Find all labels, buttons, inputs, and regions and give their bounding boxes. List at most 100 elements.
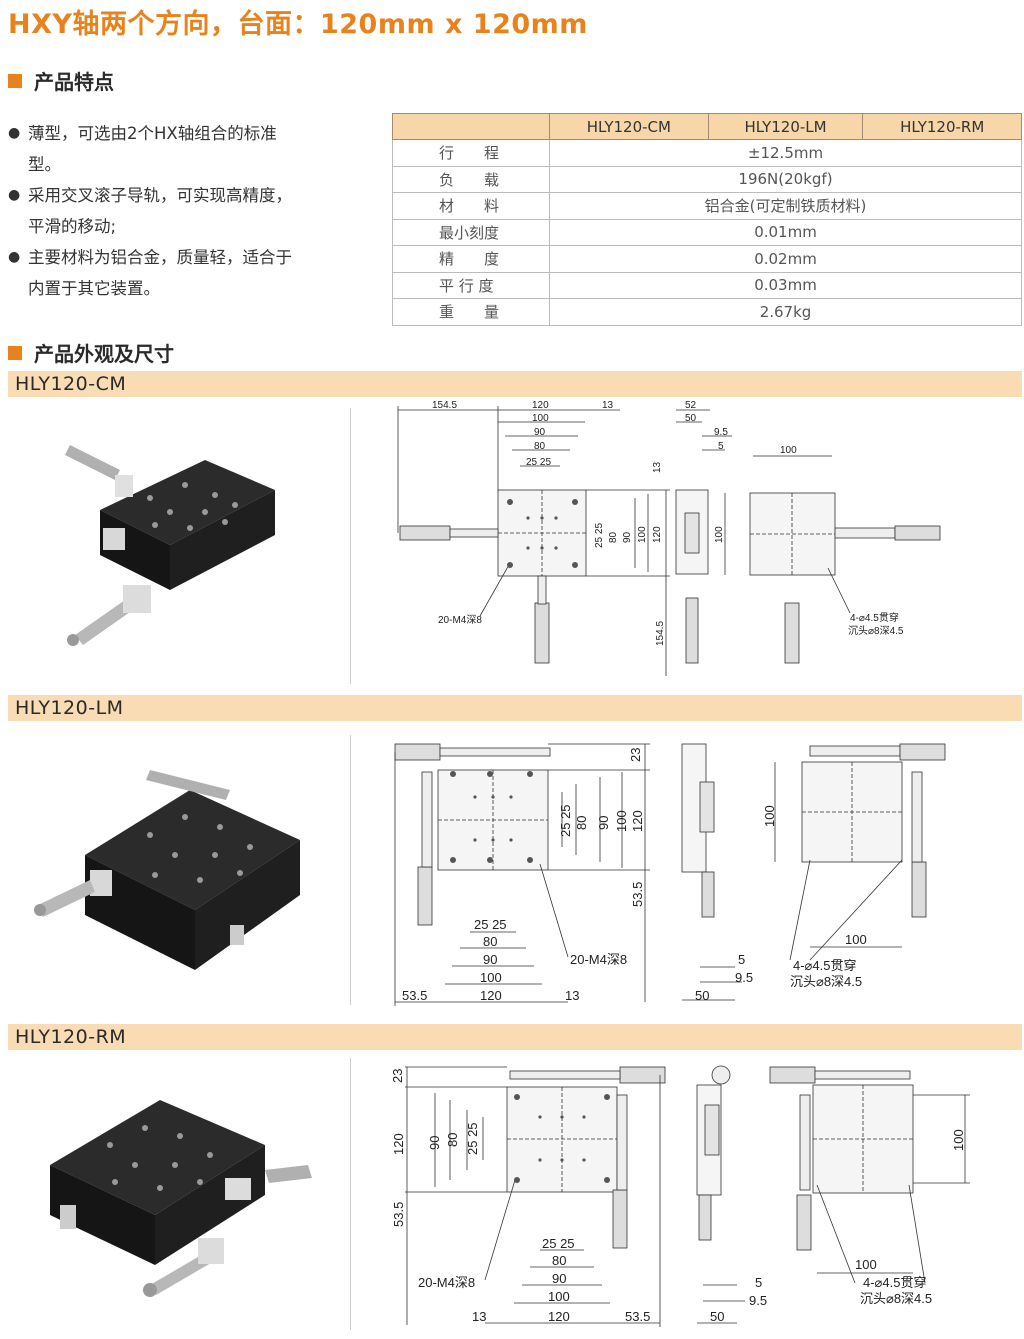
spec-value: 0.03mm: [549, 271, 1022, 299]
dim-label: 50: [710, 1309, 724, 1324]
dim-label: 100: [637, 526, 648, 543]
note-hole: 4-⌀4.5贯穿: [850, 611, 899, 624]
spec-value: ±12.5mm: [549, 139, 1022, 167]
dim-label: 120: [532, 400, 549, 411]
dim-label: 13: [565, 988, 579, 1003]
dim-label: 13: [652, 461, 663, 473]
dim-label: 100: [532, 413, 549, 424]
spec-label: 行 程: [392, 139, 550, 167]
dim-label: 50: [685, 413, 697, 424]
product-photo-lm: [34, 770, 300, 970]
dim-label: 9.5: [749, 1293, 767, 1308]
dim-label: 52: [685, 400, 697, 411]
dim-label: 9.5: [735, 970, 753, 985]
dim-label: 25 25: [526, 457, 551, 468]
dim-label: 5: [718, 441, 724, 452]
spec-header-blank: [392, 113, 550, 140]
dim-label: 9.5: [714, 427, 728, 438]
spec-value: 铝合金(可定制铁质材料): [549, 192, 1022, 220]
dim-label: 100: [780, 445, 797, 456]
dim-label: 80: [445, 1133, 460, 1147]
dim-label: 80: [608, 531, 619, 543]
dim-label: 13: [602, 400, 614, 411]
orange-square-icon: [8, 73, 22, 88]
dim-label: 100: [951, 1129, 966, 1151]
spec-header-model: HLY120-LM: [707, 113, 864, 140]
drawing-cm: 154.5 120 13 100 90 80 25 25 52 50 9.5 5…: [397, 400, 941, 676]
dim-label: 23: [390, 1069, 405, 1083]
dim-label: 23: [628, 748, 643, 762]
feature-item: ●薄型，可选由2个HX轴组合的标准型。: [8, 118, 308, 180]
dim-label: 90: [483, 952, 497, 967]
note-tap: 20-M4深8: [438, 614, 482, 626]
dim-label: 100: [548, 1289, 570, 1304]
spec-label: 最小刻度: [392, 218, 550, 246]
spec-label: 重 量: [392, 298, 550, 326]
table-row: 材 料铝合金(可定制铁质材料): [392, 192, 1022, 220]
dim-label: 100: [855, 1257, 877, 1272]
page-title: HXY轴两个方向，台面：120mm x 120mm: [8, 9, 588, 40]
dim-label: 80: [483, 934, 497, 949]
spec-value: 0.01mm: [549, 218, 1022, 246]
note-hole: 4-⌀4.5贯穿: [793, 958, 856, 973]
dim-label: 90: [427, 1136, 442, 1150]
spec-label: 平 行 度: [392, 271, 550, 299]
dim-label: 25 25: [594, 523, 605, 548]
drawing-rm: 23 120 90 80 25 25 53.5 25 25 80 90 100 …: [390, 1065, 970, 1327]
divider: [350, 1058, 351, 1330]
divider: [350, 408, 351, 684]
table-row: 行 程±12.5mm: [392, 139, 1022, 167]
spec-value: 2.67kg: [549, 298, 1022, 326]
bullet-icon: ●: [8, 249, 21, 265]
dim-label: 100: [845, 932, 867, 947]
feature-item: ●采用交叉滚子导轨，可实现高精度，平滑的移动;: [8, 180, 308, 242]
spec-table: HLY120-CM HLY120-LM HLY120-RM 行 程±12.5mm…: [392, 113, 1022, 326]
dim-label: 100: [614, 810, 629, 832]
dimensions-heading: 产品外观及尺寸: [8, 338, 174, 367]
spec-label: 精 度: [392, 245, 550, 273]
dim-label: 80: [534, 441, 546, 452]
spec-table-header: HLY120-CM HLY120-LM HLY120-RM: [392, 113, 1022, 140]
spec-header-model: HLY120-CM: [549, 113, 709, 140]
dim-label: 5: [755, 1275, 762, 1290]
dim-label: 90: [596, 816, 611, 830]
dim-label: 120: [480, 988, 502, 1003]
product-photo-rm: [50, 1100, 312, 1297]
dim-label: 53.5: [391, 1202, 406, 1227]
note-tap: 20-M4深8: [418, 1275, 475, 1290]
dim-label: 120: [548, 1309, 570, 1324]
dim-label: 80: [552, 1253, 566, 1268]
dim-label: 5: [738, 952, 745, 967]
note-hole: 沉头⌀8深4.5: [848, 624, 904, 637]
feature-item: ●主要材料为铝合金，质量轻，适合于内置于其它装置。: [8, 242, 308, 304]
dim-label: 100: [762, 805, 777, 827]
dim-label: 90: [622, 531, 633, 543]
dim-label: 120: [630, 810, 645, 832]
drawing-lm: 23 25 25 80 90 100 120 53.5 25 25 80 90 …: [394, 743, 946, 1006]
dim-label: 53.5: [402, 988, 427, 1003]
dim-label: 25 25: [474, 917, 507, 932]
dim-label: 100: [714, 526, 725, 543]
spec-value: 0.02mm: [549, 245, 1022, 273]
orange-square-icon: [8, 345, 22, 360]
note-hole: 4-⌀4.5贯穿: [863, 1275, 926, 1290]
dim-label: 25 25: [558, 804, 573, 837]
bullet-icon: ●: [8, 125, 21, 141]
dim-label: 25 25: [542, 1236, 575, 1251]
dim-label: 120: [652, 526, 663, 543]
spec-label: 材 料: [392, 192, 550, 220]
spec-value: 196N(20kgf): [549, 165, 1022, 193]
dim-label: 154.5: [655, 621, 666, 646]
spec-header-model: HLY120-RM: [862, 113, 1022, 140]
spec-label: 负 载: [392, 165, 550, 193]
model-bar-cm: HLY120-CM: [8, 371, 1022, 397]
bullet-icon: ●: [8, 187, 21, 203]
dim-label: 90: [534, 427, 546, 438]
product-photo-cm: [65, 445, 275, 646]
features-list: ●薄型，可选由2个HX轴组合的标准型。 ●采用交叉滚子导轨，可实现高精度，平滑的…: [8, 118, 308, 304]
dim-label: 53.5: [630, 882, 645, 907]
